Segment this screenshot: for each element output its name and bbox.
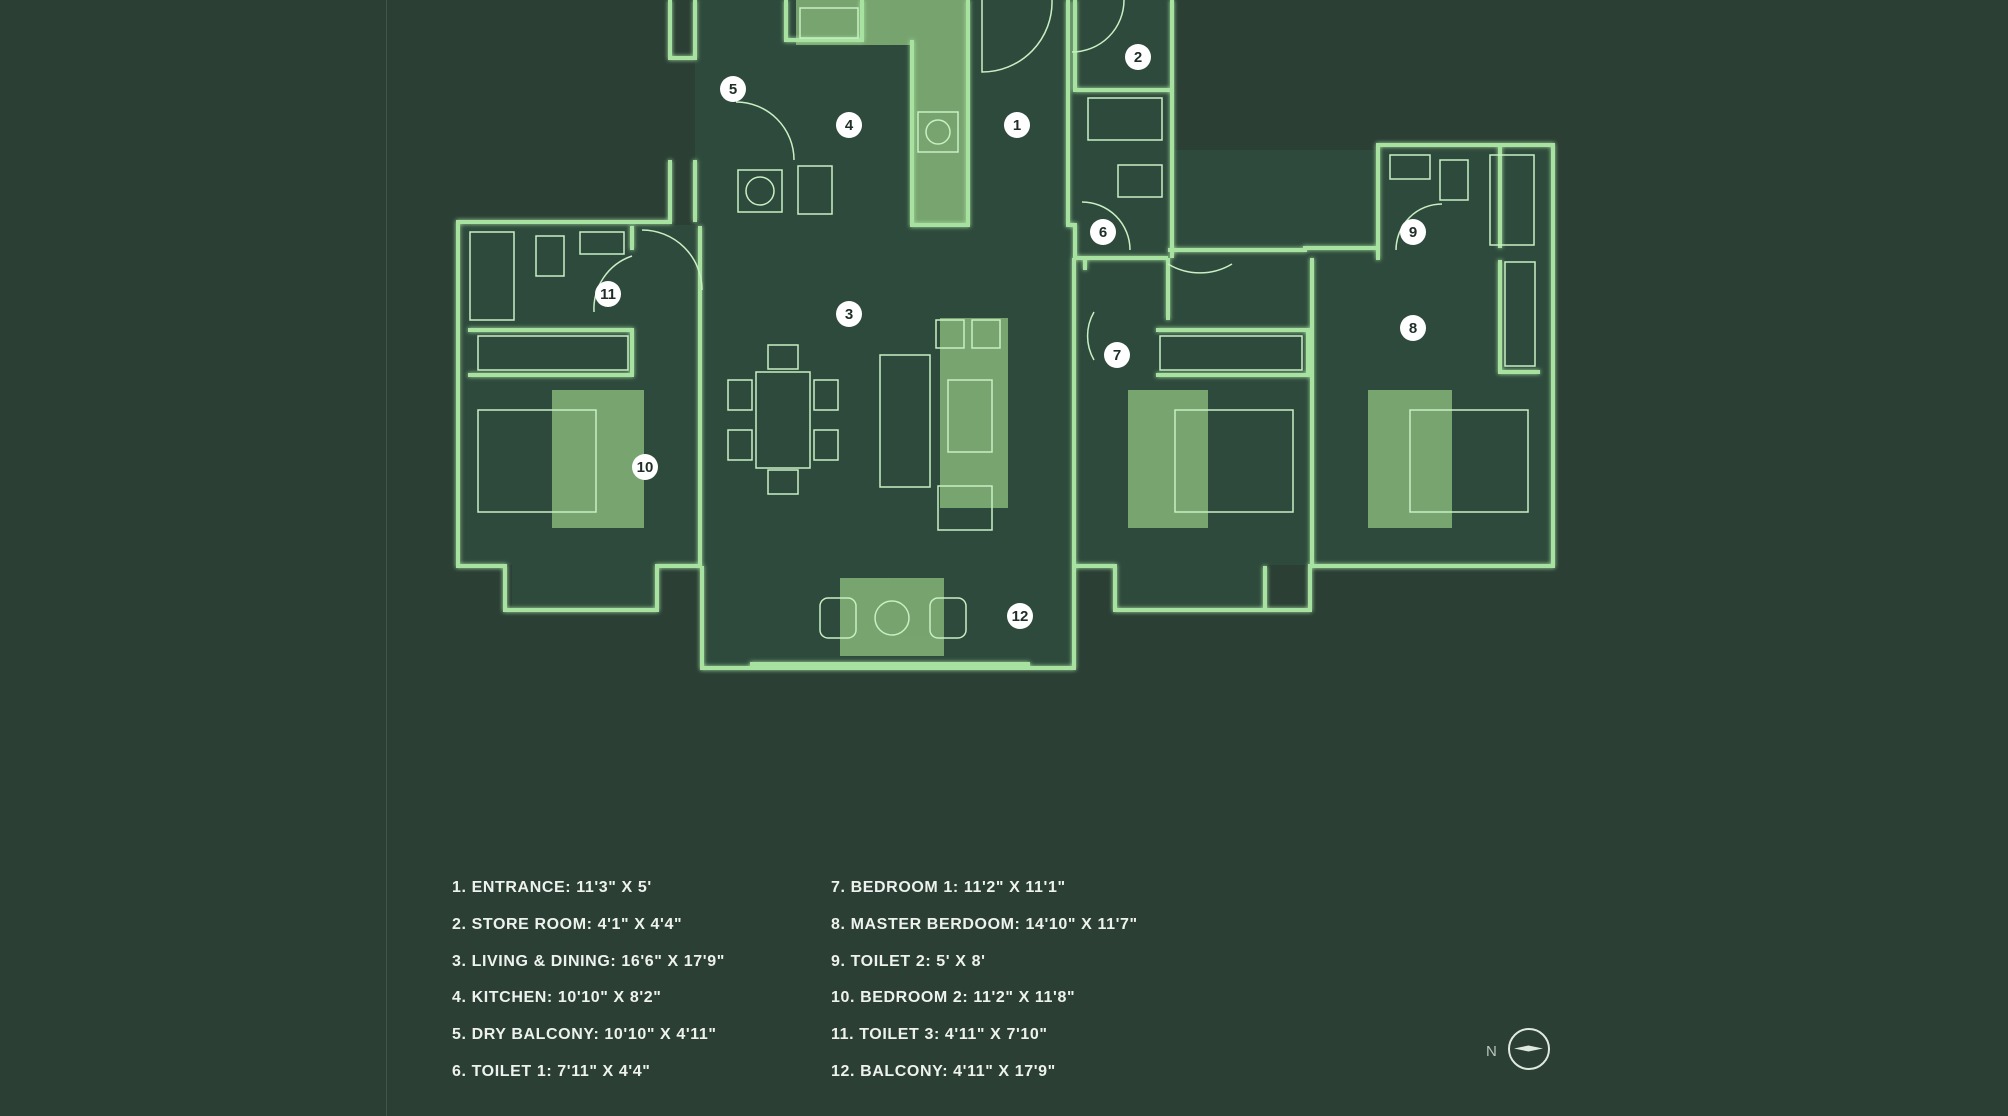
legend-item: 3. LIVING & DINING: 16'6" X 17'9": [452, 952, 725, 970]
room-marker-11: 11: [595, 281, 621, 307]
room-marker-circle: [1400, 315, 1426, 341]
north-compass: N: [1486, 1026, 1556, 1076]
room-marker-10: 10: [632, 454, 658, 480]
room-marker-circle: [1125, 44, 1151, 70]
room-marker-circle: [632, 454, 658, 480]
room-marker-circle: [1004, 112, 1030, 138]
room-marker-number: 4: [845, 117, 854, 134]
room-marker-5: 5: [720, 76, 746, 102]
room-marker-number: 5: [729, 81, 737, 98]
room-marker-circle: [720, 76, 746, 102]
room-marker-2: 2: [1125, 44, 1151, 70]
legend-item: 12. BALCONY: 4'11" X 17'9": [831, 1062, 1056, 1080]
compass-icon: [1508, 1028, 1550, 1070]
room-marker-12: 12: [1007, 603, 1033, 629]
legend-item: 5. DRY BALCONY: 10'10" X 4'11": [452, 1026, 717, 1044]
room-marker-circle: [1090, 219, 1116, 245]
room-marker-number: 1: [1013, 117, 1021, 134]
room-marker-number: 6: [1099, 224, 1107, 241]
highlight-fills: [552, 0, 1452, 656]
room-legend-right: 7. BEDROOM 1: 11'2" X 11'1" 8. MASTER BE…: [831, 870, 1138, 1091]
legend-item: 9. TOILET 2: 5' X 8': [831, 952, 986, 970]
legend-item: 8. MASTER BERDOOM: 14'10" X 11'7": [831, 915, 1138, 933]
fixture-outlines: [469, 0, 1536, 639]
room-marker-6: 6: [1090, 219, 1116, 245]
walls: [456, 0, 1555, 670]
legend-item: 10. BEDROOM 2: 11'2" X 11'8": [831, 989, 1076, 1007]
legend-item: 11. TOILET 3: 4'11" X 7'10": [831, 1026, 1048, 1044]
room-marker-number: 11: [600, 286, 616, 303]
room-marker-circle: [1400, 219, 1426, 245]
room-marker-circle: [1007, 603, 1033, 629]
room-marker-circle: [836, 301, 862, 327]
room-marker-number: 9: [1409, 224, 1417, 241]
room-legend-left: 1. ENTRANCE: 11'3" X 5' 2. STORE ROOM: 4…: [452, 870, 725, 1091]
room-marker-number: 7: [1113, 347, 1121, 364]
room-marker-1: 1: [1004, 112, 1030, 138]
room-marker-circle: [1104, 342, 1130, 368]
room-marker-number: 10: [637, 459, 654, 476]
legend-item: 2. STORE ROOM: 4'1" X 4'4": [452, 915, 683, 933]
room-marker-3: 3: [836, 301, 862, 327]
legend-item: 1. ENTRANCE: 11'3" X 5': [452, 879, 652, 896]
legend-item: 4. KITCHEN: 10'10" X 8'2": [452, 989, 662, 1007]
room-marker-number: 8: [1409, 320, 1417, 337]
left-divider: [386, 0, 387, 1116]
room-marker-circle: [595, 281, 621, 307]
room-marker-number: 3: [845, 306, 853, 323]
compass-label: N: [1486, 1043, 1497, 1060]
legend-item: 6. TOILET 1: 7'11" X 4'4": [452, 1062, 651, 1080]
room-marker-4: 4: [836, 112, 862, 138]
room-marker-8: 8: [1400, 315, 1426, 341]
room-marker-7: 7: [1104, 342, 1130, 368]
room-marker-number: 2: [1134, 49, 1142, 66]
room-marker-circle: [836, 112, 862, 138]
room-marker-9: 9: [1400, 219, 1426, 245]
legend-item: 7. BEDROOM 1: 11'2" X 11'1": [831, 879, 1066, 896]
room-marker-number: 12: [1012, 608, 1029, 625]
